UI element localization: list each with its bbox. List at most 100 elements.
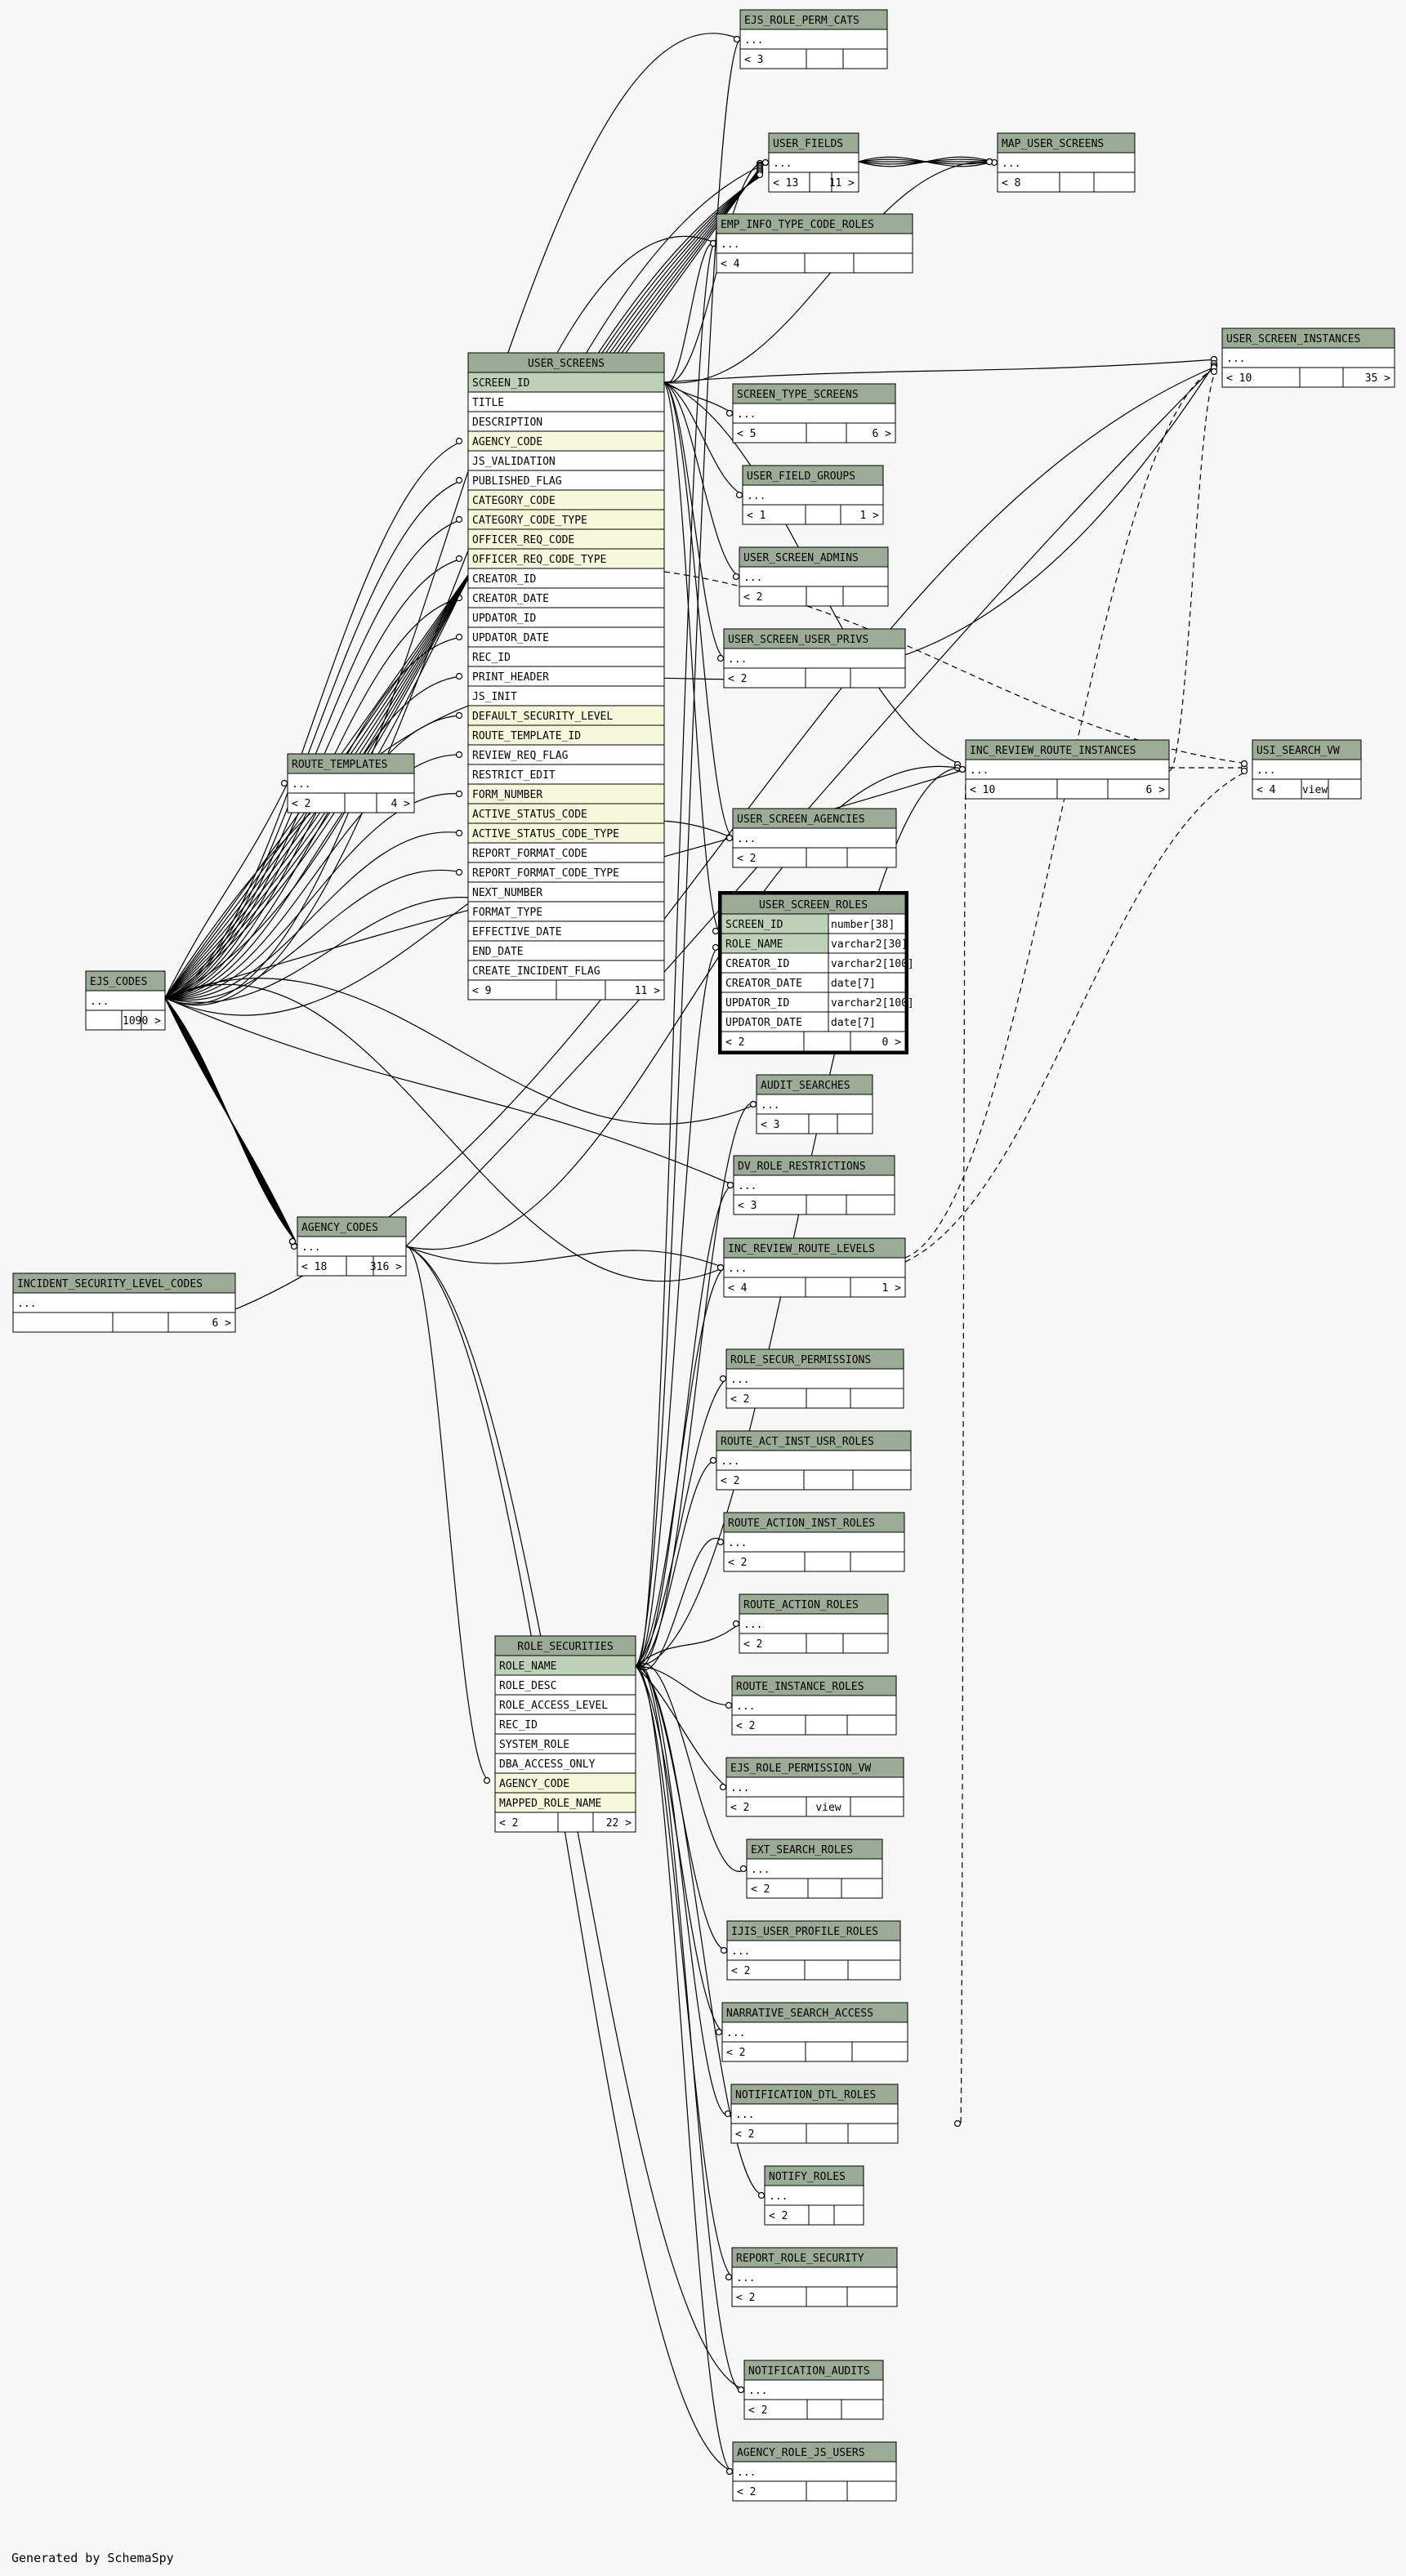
table-role-securities[interactable]: ROLE_SECURITIESROLE_NAMEROLE_DESCROLE_AC… bbox=[494, 1635, 636, 1833]
table-report-role-security[interactable]: REPORT_ROLE_SECURITY...< 2 bbox=[731, 2247, 898, 2307]
column-officer-req-code-type: OFFICER_REQ_CODE_TYPE bbox=[467, 548, 665, 569]
table-columns-placeholder: ... bbox=[747, 490, 765, 502]
table-name: ROUTE_INSTANCE_ROLES bbox=[736, 1681, 864, 1693]
table-ejs-codes[interactable]: EJS_CODES...1090 > bbox=[85, 970, 166, 1031]
column-name: REC_ID bbox=[472, 652, 511, 664]
table-narrative-search-access[interactable]: NARRATIVE_SEARCH_ACCESS...< 2 bbox=[721, 2002, 908, 2062]
column-name: DBA_ACCESS_ONLY bbox=[499, 1758, 596, 1771]
table-notification-audits[interactable]: NOTIFICATION_AUDITS...< 2 bbox=[743, 2360, 884, 2420]
table-route-action-inst-roles[interactable]: ROUTE_ACTION_INST_ROLES...< 2 bbox=[723, 1512, 905, 1572]
relationship-line bbox=[663, 381, 740, 577]
table-name: ROUTE_TEMPLATES bbox=[292, 759, 387, 771]
table-name: USER_FIELD_GROUPS bbox=[747, 470, 855, 483]
table-notification-dtl-roles[interactable]: NOTIFICATION_DTL_ROLES...< 2 bbox=[730, 2084, 899, 2144]
relationship-line bbox=[234, 365, 1218, 1310]
table-columns-placeholder: ... bbox=[761, 1099, 779, 1112]
relationship-lines bbox=[164, 33, 1248, 2476]
relationship-line bbox=[635, 1184, 734, 1667]
relationship-line bbox=[635, 1663, 748, 1872]
table-name: USER_SCREEN_INSTANCES bbox=[1226, 333, 1360, 345]
relationship-line bbox=[405, 766, 966, 1250]
table-agency-role-js-users[interactable]: AGENCY_ROLE_JS_USERS...< 2 bbox=[732, 2441, 897, 2502]
column-mapped-role-name: MAPPED_ROLE_NAME bbox=[494, 1792, 636, 1813]
table-columns-placeholder: ... bbox=[744, 34, 763, 47]
table-user-screens[interactable]: USER_SCREENSSCREEN_IDTITLEDESCRIPTIONAGE… bbox=[467, 352, 665, 1001]
relationship-line bbox=[635, 1460, 717, 1667]
column-name: ACTIVE_STATUS_CODE_TYPE bbox=[472, 828, 619, 840]
column-name: CREATE_INCIDENT_FLAG bbox=[472, 965, 600, 978]
parent-count: < 2 bbox=[730, 1393, 749, 1406]
table-route-action-roles[interactable]: ROUTE_ACTION_ROLES...< 2 bbox=[739, 1593, 889, 1654]
parent-count: < 2 bbox=[292, 798, 310, 810]
column-agency-code: AGENCY_CODE bbox=[494, 1772, 636, 1794]
column-name: NEXT_NUMBER bbox=[472, 887, 542, 899]
child-count: 6 > bbox=[873, 428, 892, 440]
parent-count: < 3 bbox=[761, 1119, 779, 1131]
relationship-line bbox=[635, 38, 741, 1667]
table-name: INC_REVIEW_ROUTE_LEVELS bbox=[728, 1243, 875, 1255]
relationship-line bbox=[663, 381, 743, 496]
table-name: USER_SCREEN_ADMINS bbox=[743, 552, 859, 564]
table-ext-search-roles[interactable]: EXT_SEARCH_ROLES...< 2 bbox=[746, 1838, 883, 1899]
column-report-format-code: REPORT_FORMAT_CODE bbox=[467, 842, 665, 863]
column-name: UPDATOR_DATE bbox=[725, 1017, 802, 1029]
column-name: SYSTEM_ROLE bbox=[499, 1739, 569, 1751]
child-count: 35 > bbox=[1365, 372, 1390, 385]
column-name: CREATOR_DATE bbox=[472, 593, 549, 605]
column-name: PUBLISHED_FLAG bbox=[472, 475, 562, 488]
table-incident-security-level-codes[interactable]: INCIDENT_SECURITY_LEVEL_CODES...6 > bbox=[12, 1272, 236, 1333]
table-name: ROLE_SECUR_PERMISSIONS bbox=[730, 1354, 871, 1366]
table-user-screen-user-privs[interactable]: USER_SCREEN_USER_PRIVS...< 2 bbox=[723, 628, 906, 689]
parent-count: < 2 bbox=[751, 1883, 770, 1896]
table-name: EJS_CODES bbox=[90, 976, 147, 988]
table-user-screen-agencies[interactable]: USER_SCREEN_AGENCIES...< 2 bbox=[732, 808, 897, 868]
child-count: 1 > bbox=[882, 1282, 902, 1295]
child-count: 1090 > bbox=[123, 1015, 161, 1027]
parent-count: < 2 bbox=[721, 1475, 739, 1487]
table-emp-info-type-code-roles[interactable]: EMP_INFO_TYPE_CODE_ROLES...< 4 bbox=[716, 213, 913, 274]
table-route-act-inst-usr-roles[interactable]: ROUTE_ACT_INST_USR_ROLES...< 2 bbox=[716, 1430, 912, 1491]
relationship-line bbox=[164, 440, 463, 999]
table-columns-placeholder: ... bbox=[737, 833, 756, 845]
table-name: AUDIT_SEARCHES bbox=[761, 1080, 850, 1092]
parent-count: < 13 bbox=[773, 177, 798, 189]
column-dba-access-only: DBA_ACCESS_ONLY bbox=[494, 1753, 636, 1774]
column-js-validation: JS_VALIDATION bbox=[467, 450, 665, 471]
table-ijis-user-profile-roles[interactable]: IJIS_USER_PROFILE_ROLES...< 2 bbox=[726, 1920, 901, 1981]
relationship-line bbox=[164, 897, 498, 1003]
table-audit-searches[interactable]: AUDIT_SEARCHES... < 3 bbox=[756, 1074, 873, 1134]
table-columns-placeholder: ... bbox=[751, 1864, 770, 1876]
column-name: EFFECTIVE_DATE bbox=[472, 926, 562, 938]
table-route-instance-roles[interactable]: ROUTE_INSTANCE_ROLES...< 2 bbox=[731, 1675, 897, 1736]
table-user-screen-admins[interactable]: USER_SCREEN_ADMINS...< 2 bbox=[739, 546, 889, 607]
table-ejs-role-perm-cats[interactable]: EJS_ROLE_PERM_CATS...< 3 bbox=[739, 9, 888, 69]
table-name: ROUTE_ACT_INST_USR_ROLES bbox=[721, 1436, 874, 1448]
column-name: ACTIVE_STATUS_CODE bbox=[472, 809, 587, 821]
parent-count: < 2 bbox=[499, 1817, 518, 1829]
column-screen-id: SCREEN_ID bbox=[467, 372, 665, 393]
table-role-secur-permissions[interactable]: ROLE_SECUR_PERMISSIONS...< 2 bbox=[725, 1348, 904, 1409]
table-map-user-screens[interactable]: MAP_USER_SCREENS...< 8 bbox=[997, 132, 1136, 193]
table-columns-placeholder: ... bbox=[736, 2272, 755, 2284]
column-route-template-id: ROUTE_TEMPLATE_ID bbox=[467, 724, 665, 746]
table-dv-role-restrictions[interactable]: DV_ROLE_RESTRICTIONS...< 3 bbox=[733, 1155, 895, 1215]
table-name: SCREEN_TYPE_SCREENS bbox=[737, 389, 859, 401]
table-name: DV_ROLE_RESTRICTIONS bbox=[738, 1161, 866, 1173]
child-count: 6 > bbox=[212, 1317, 232, 1330]
table-name: AGENCY_CODES bbox=[301, 1222, 378, 1234]
table-notify-roles[interactable]: NOTIFY_ROLES...< 2 bbox=[764, 2165, 864, 2226]
column-js-init: JS_INIT bbox=[467, 685, 665, 706]
